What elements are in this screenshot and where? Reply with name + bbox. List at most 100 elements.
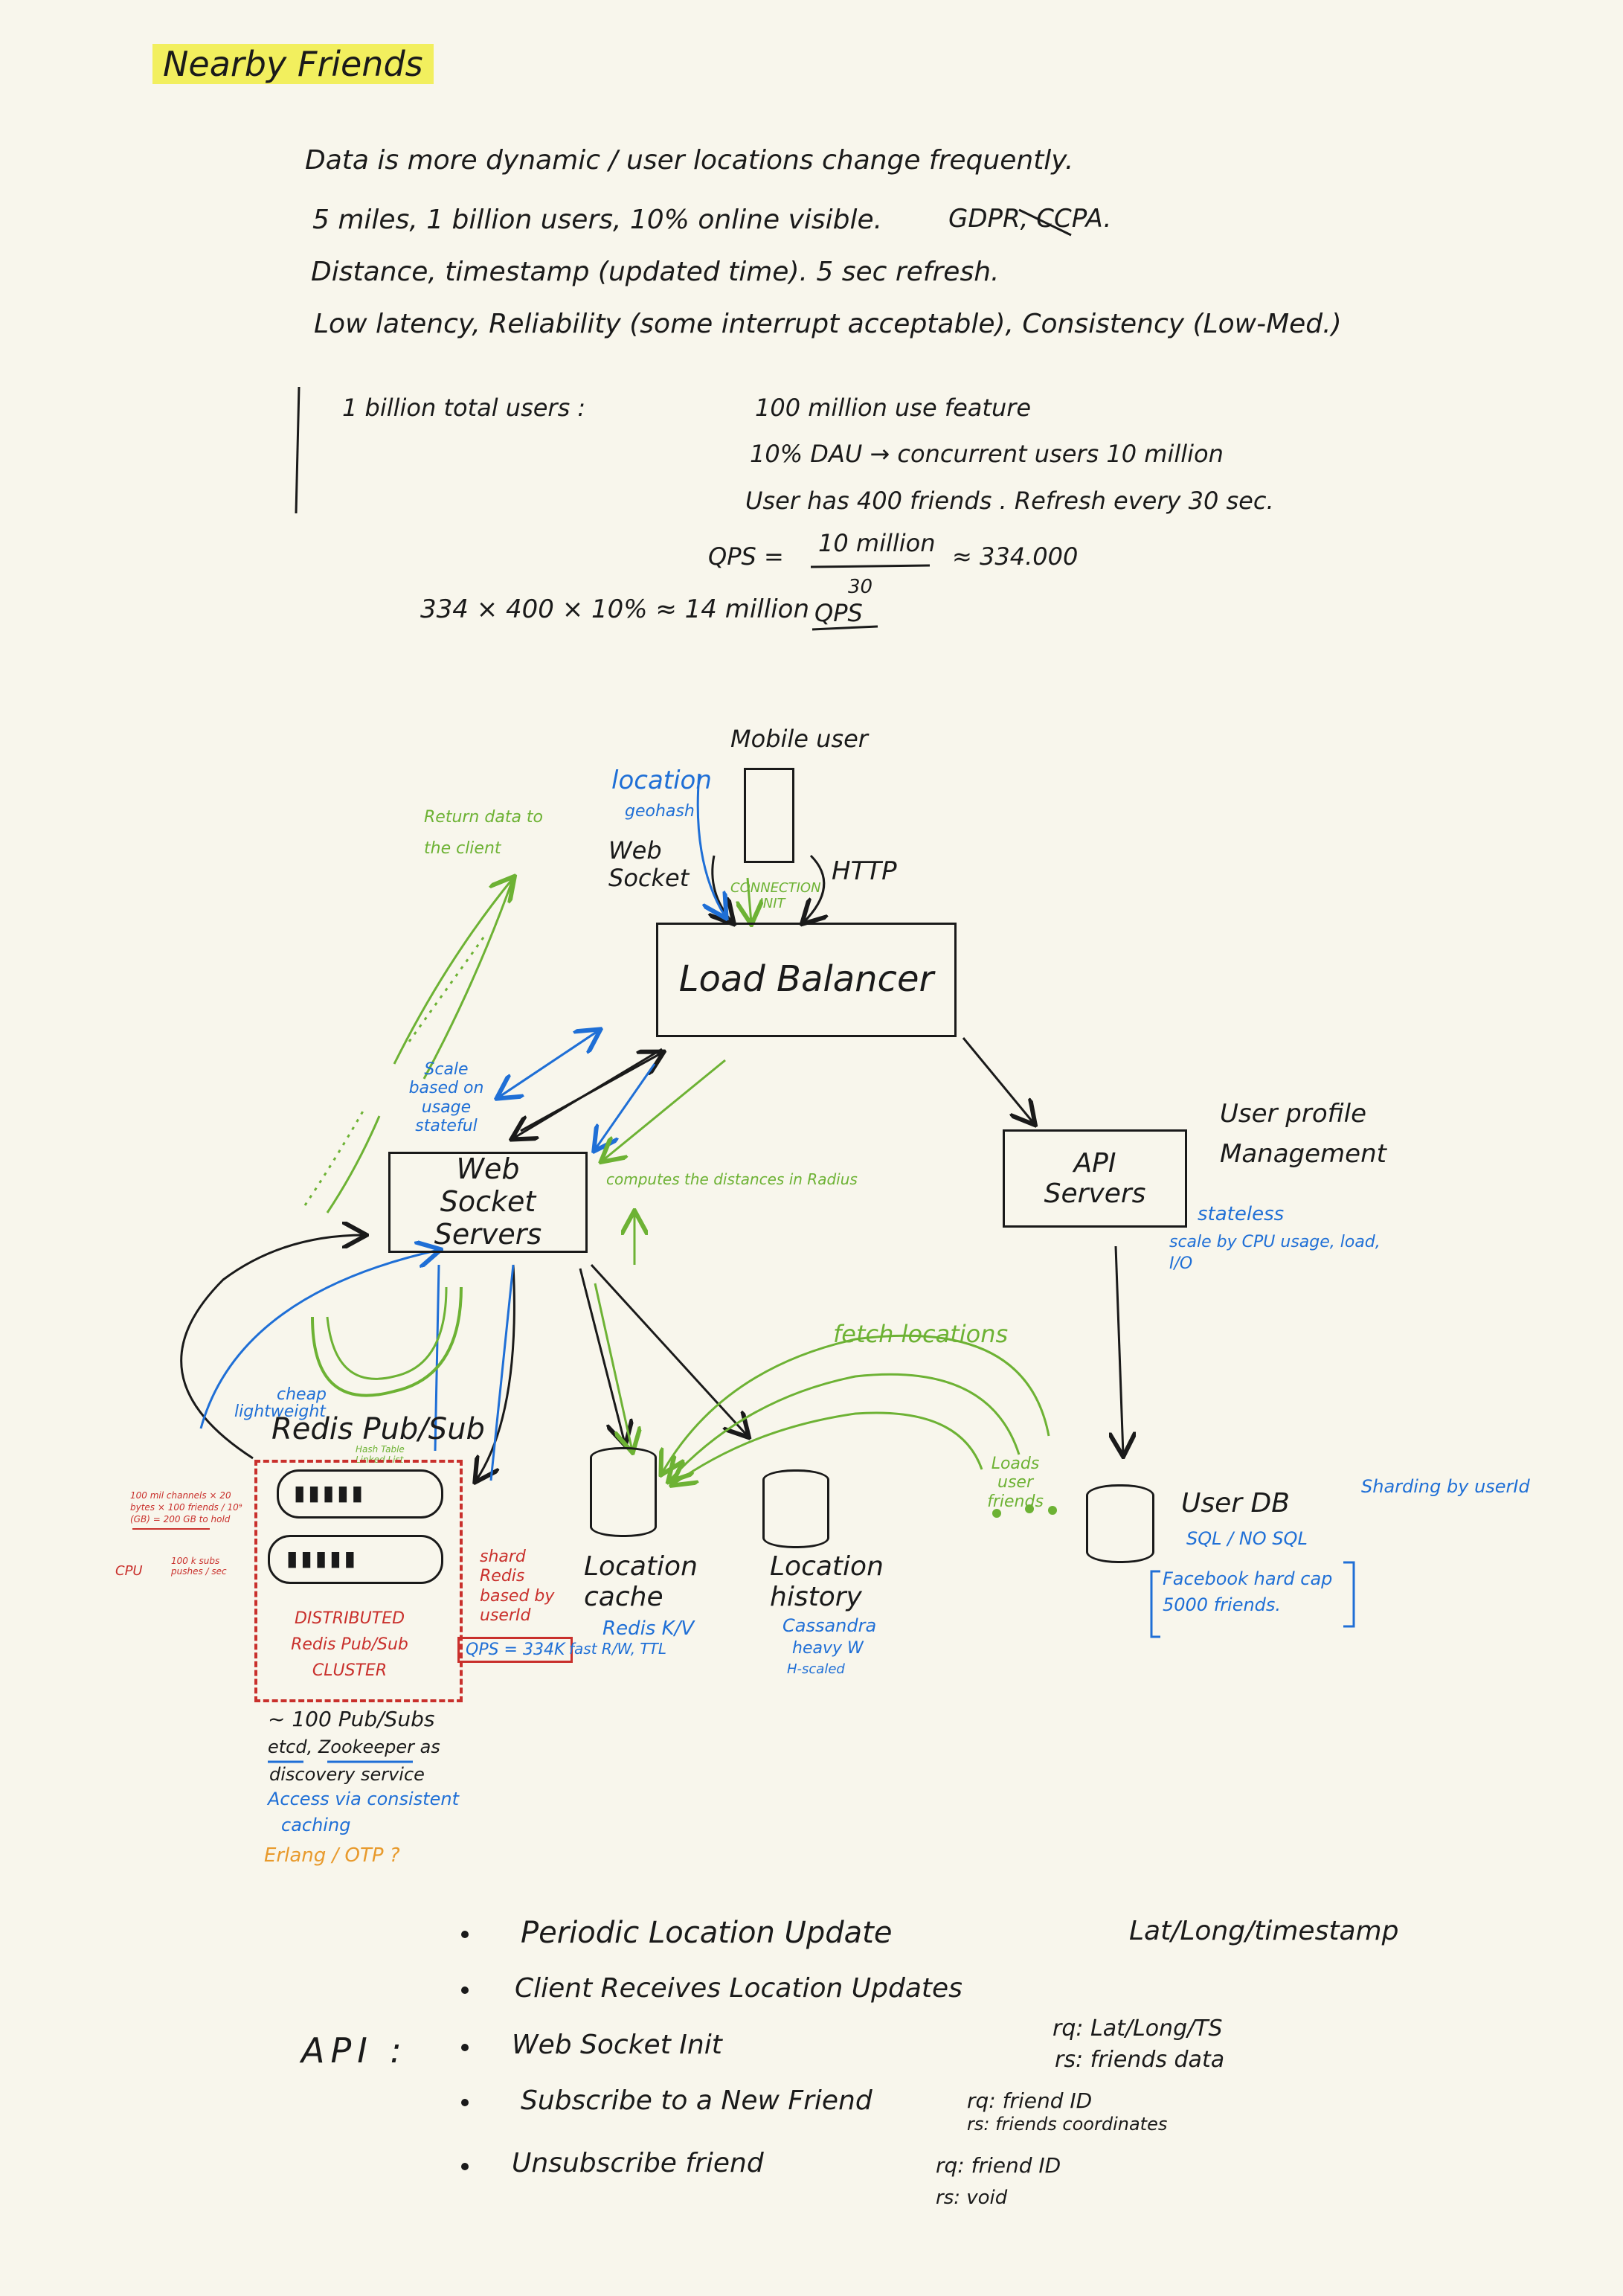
access-consistent-label: Access via consistent: [268, 1789, 459, 1809]
qps-underline: [812, 625, 878, 631]
api-label: API :: [301, 2030, 408, 2071]
redis-kv-label: Redis K/V: [602, 1617, 695, 1640]
loop-green-outer: [311, 1286, 463, 1397]
h-scaled-label: H-scaled: [787, 1661, 845, 1677]
mobile-user-label: Mobile user: [730, 725, 868, 753]
facebook-cap-label: Facebook hard cap 5000 friends.: [1163, 1568, 1333, 1615]
websocket-servers-label: Web Socket Servers: [434, 1152, 542, 1251]
sql-nosql-label: SQL / NO SQL: [1186, 1528, 1308, 1549]
return-hatch-3: [408, 937, 485, 1042]
arrow-ws-to-loc-cache-green: [594, 1283, 632, 1451]
requirement-3: Distance, timestamp (updated time). 5 se…: [311, 257, 1000, 287]
api-item-unsubscribe: Unsubscribe friend: [512, 2148, 764, 2178]
qps-label: QPS =: [708, 542, 784, 571]
arrow-api-to-db: [1116, 1245, 1123, 1455]
qps-box: QPS = 334K: [457, 1637, 573, 1663]
dot-2: [1025, 1504, 1034, 1513]
cpu-label: CPU: [115, 1563, 143, 1579]
user-db-icon: [1086, 1484, 1154, 1563]
dot-1: [992, 1509, 1001, 1518]
location-cache-db-icon: [590, 1447, 657, 1537]
fetch-curve-2: [669, 1373, 1021, 1481]
location-label: location: [611, 766, 712, 795]
arrow-location-blue: [696, 773, 725, 917]
scale-cpu-label: scale by CPU usage, load, I/O: [1169, 1233, 1381, 1273]
arrow-scale-blue-2: [498, 1029, 600, 1097]
redis-channel-1-slots: ▮▮▮▮▮: [294, 1481, 367, 1505]
api-note-periodic: Lat/Long/timestamp: [1129, 1916, 1399, 1946]
api-bullet-1: [461, 1931, 469, 1938]
scale-usage-label: Scale based on usage stateful: [408, 1060, 484, 1135]
computes-distances-label: computes the distances in Radius: [606, 1170, 858, 1188]
requirement-2: 5 miles, 1 billion users, 10% online vis…: [312, 205, 883, 235]
arrow-ws-to-loc-cache: [579, 1268, 625, 1443]
api-item-subscribe: Subscribe to a New Friend: [521, 2085, 872, 2116]
estimate-friends: User has 400 friends . Refresh every 30 …: [745, 487, 1274, 515]
qps-denominator: 30: [848, 576, 873, 598]
sharding-label: Sharding by userId: [1361, 1476, 1530, 1497]
qps-result: ≈ 334.000: [952, 542, 1079, 571]
heavy-w-label: heavy W: [792, 1639, 864, 1658]
etcd-zookeeper-label: etcd, Zookeeper as: [268, 1737, 440, 1757]
fast-rw-label: fast R/W, TTL: [569, 1640, 666, 1658]
mobile-device: [744, 768, 794, 863]
redis-channel-2: [268, 1535, 443, 1584]
return-data-label: Return data to the client: [424, 808, 544, 858]
discovery-label: discovery service: [269, 1764, 425, 1785]
api-note-ws-rq: rq: Lat/Long/TS: [1052, 2016, 1223, 2042]
requirement-4: Low latency, Reliability (some interrupt…: [314, 309, 1342, 339]
requirement-1: Data is more dynamic / user locations ch…: [305, 145, 1074, 176]
caching-label: caching: [281, 1815, 351, 1835]
arrow-connection-green: [748, 877, 751, 923]
estimate-feature-users: 100 million use feature: [755, 394, 1032, 422]
estimate-dau: 10% DAU → concurrent users 10 million: [750, 440, 1224, 468]
qps-box-label: QPS = 334K: [466, 1641, 565, 1659]
user-profile-label: User profile Management: [1220, 1099, 1386, 1170]
arrow-ws-down-blue: [434, 1264, 440, 1452]
user-db-label: User DB: [1181, 1488, 1290, 1519]
arrow-http: [803, 854, 824, 923]
cheap-label: cheap: [277, 1385, 327, 1404]
arrow-ws-redis-blue-2: [489, 1264, 515, 1481]
geohash-label: geohash: [625, 802, 695, 821]
loads-user-friends-label: Loads user friends: [987, 1455, 1044, 1511]
estimate-bracket: [295, 386, 301, 514]
redis-cluster[interactable]: [254, 1460, 463, 1702]
loop-green-inner: [326, 1286, 448, 1380]
fb-bracket: [1150, 1561, 1355, 1638]
arrow-green-to-ws: [602, 1059, 726, 1161]
connection-init-label: CONNECTION INIT: [730, 880, 821, 911]
arrow-ws-to-redis-black: [476, 1264, 515, 1481]
cluster-label: DISTRIBUTED Redis Pub/Sub CLUSTER: [291, 1609, 408, 1681]
fetch-locations-label: fetch locations: [833, 1320, 1009, 1348]
api-item-receive: Client Receives Location Updates: [515, 1973, 962, 2004]
websocket-servers[interactable]: Web Socket Servers: [388, 1152, 588, 1253]
api-servers[interactable]: API Servers: [1003, 1129, 1187, 1228]
api-note-sub-rq: rq: friend ID: [967, 2088, 1093, 2113]
push-qps: 334 × 400 × 10% ≈ 14 million: [420, 594, 809, 624]
cassandra-label: Cassandra: [782, 1615, 877, 1636]
api-bullet-3: [461, 2044, 469, 2051]
dot-3: [1048, 1506, 1057, 1515]
cpu-calc: 100 k subs pushes / sec: [171, 1556, 227, 1577]
arrow-redis-to-ws-black: [180, 1235, 364, 1460]
qps-fraction-line: [810, 564, 931, 568]
arrow-redis-to-ws-blue: [199, 1250, 439, 1429]
redis-channel-2-slots: ▮▮▮▮▮: [286, 1546, 359, 1571]
arrow-ws-to-loc-history: [590, 1263, 748, 1436]
api-bullet-5: [461, 2163, 469, 2170]
return-arrow-1: [393, 878, 513, 1065]
load-balancer[interactable]: Load Balancer: [656, 923, 957, 1037]
redis-pubsub-label: Redis Pub/Sub: [271, 1412, 485, 1446]
api-note-unsub-rq: rq: friend ID: [936, 2153, 1061, 2178]
return-arrow-2: [422, 877, 515, 1080]
websocket-label: Web Socket: [608, 836, 690, 892]
arrow-lb-to-api: [962, 1037, 1034, 1123]
page-title: Nearby Friends: [152, 44, 434, 84]
api-note-ws-rs: rs: friends data: [1055, 2047, 1225, 2073]
lightweight-label: lightweight: [234, 1402, 326, 1421]
api-item-ws-init: Web Socket Init: [512, 2030, 722, 2060]
fetch-curve-3: [673, 1411, 983, 1484]
return-hatch-1: [303, 1108, 366, 1206]
